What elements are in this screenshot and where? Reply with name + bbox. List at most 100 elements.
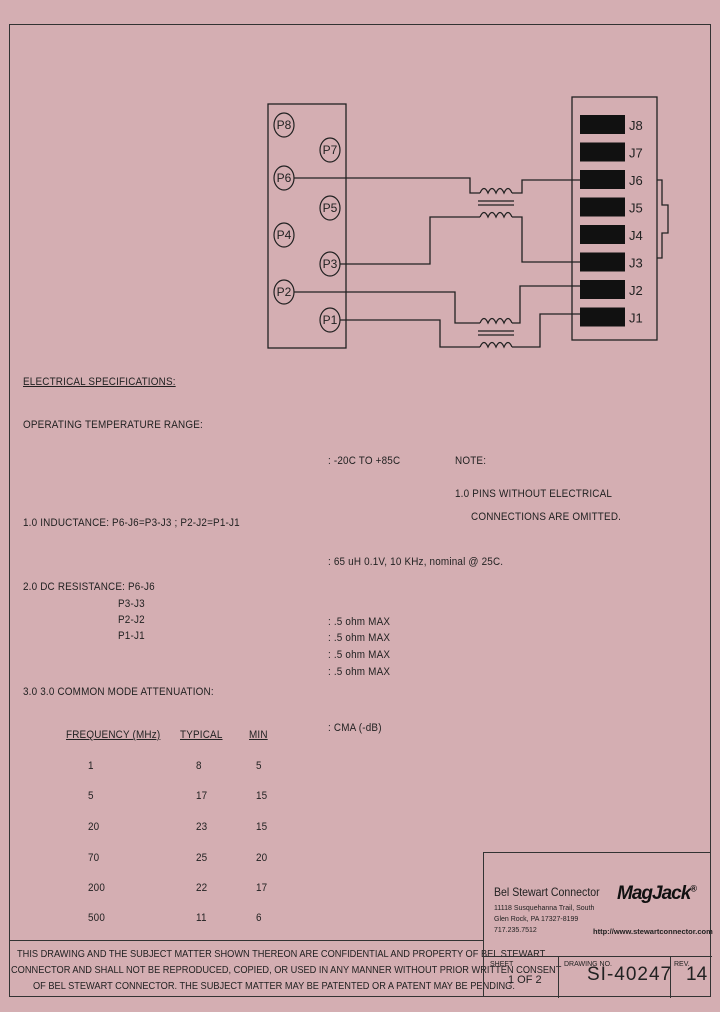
j-pin-contact — [580, 170, 625, 189]
j-pin-label: J7 — [629, 146, 643, 161]
table-cell: 15 — [256, 821, 268, 833]
j-pin-label: J5 — [629, 201, 643, 216]
revision-label: REV. — [674, 961, 690, 968]
p-pin-label: P3 — [323, 257, 338, 271]
table-cell: 15 — [256, 790, 268, 802]
p-pin-label: P6 — [277, 171, 292, 185]
table-cell: 22 — [196, 882, 208, 894]
cell-divider — [558, 956, 559, 998]
j-pin-contact — [580, 280, 625, 299]
j-pin-contact — [580, 115, 625, 134]
company-phone: 717.235.7512 — [494, 927, 537, 934]
p-pin-circle — [319, 251, 341, 277]
p-pin-label: P8 — [277, 118, 292, 132]
dc-value: : .5 ohm MAX — [328, 666, 391, 678]
dc-row: P1-J1 — [118, 630, 145, 642]
inductance-value: : 65 uH 0.1V, 10 KHz, nominal @ 25C. — [328, 556, 504, 568]
table-cell: 17 — [256, 882, 268, 894]
p-pin-label: P7 — [323, 143, 338, 157]
confidential-line: CONNECTOR AND SHALL NOT BE REPRODUCED, C… — [11, 964, 562, 976]
p-pin-circle — [273, 222, 295, 248]
note-line1: 1.0 PINS WITHOUT ELECTRICAL — [455, 488, 613, 500]
sheet-value: 1 OF 2 — [508, 974, 542, 986]
p-pin-label: P5 — [323, 201, 338, 215]
j-pin-contact — [580, 307, 625, 327]
p-pin-label: P1 — [323, 313, 338, 327]
dc-value: : .5 ohm MAX — [328, 649, 391, 661]
p-connector-body — [267, 103, 347, 349]
table-cell: 1 — [88, 760, 94, 772]
p-pin-circle — [273, 279, 295, 305]
table-header-typical: TYPICAL — [180, 729, 223, 741]
p-pin-circle — [319, 195, 341, 221]
dc-row: P2-J2 — [118, 614, 145, 626]
transformer-lower — [478, 317, 514, 349]
company-address-2: Glen Rock, PA 17327-8199 — [494, 916, 579, 923]
table-cell: 200 — [88, 882, 106, 894]
p-pin-label: P2 — [277, 285, 292, 299]
j-pin-label: J4 — [629, 228, 643, 243]
drawing-number-label: DRAWING NO. — [564, 961, 612, 968]
sheet-label: SHEET — [490, 961, 514, 968]
j-pin-label: J3 — [629, 256, 643, 271]
spec-heading: ELECTRICAL SPECIFICATIONS: — [23, 376, 176, 388]
cell-divider — [670, 956, 671, 998]
title-block: Bel Stewart Connector 11118 Susquehanna … — [483, 852, 713, 998]
company-address-1: 11118 Susquehanna Trail, South — [494, 905, 595, 912]
j-pin-contact — [580, 142, 625, 162]
p-pin-circle — [319, 137, 341, 163]
j-pin-label: J8 — [629, 118, 643, 133]
confidential-line: OF BEL STEWART CONNECTOR. THE SUBJECT MA… — [33, 980, 515, 992]
p-pin-circle — [273, 165, 295, 191]
magjack-logo: MagJack® — [617, 883, 697, 905]
drawing-frame — [9, 24, 711, 997]
cm-value: : CMA (-dB) — [328, 722, 382, 734]
table-cell: 25 — [196, 852, 208, 864]
table-cell: 23 — [196, 821, 208, 833]
table-cell: 11 — [196, 912, 207, 924]
table-cell: 20 — [256, 852, 268, 864]
op-temp-value: : -20C TO +85C — [328, 455, 401, 467]
table-header-frequency: FREQUENCY (MHz) — [66, 729, 161, 741]
j-connector-latch — [657, 179, 669, 259]
title-bottom-row — [484, 956, 712, 998]
table-cell: 20 — [88, 821, 100, 833]
p-pin-circle — [319, 307, 341, 333]
confidential-notice: THIS DRAWING AND THE SUBJECT MATTER SHOW… — [9, 940, 561, 997]
table-header-min: MIN — [249, 729, 268, 741]
dc-row: P3-J3 — [118, 598, 145, 610]
j-pin-contact — [580, 197, 625, 217]
p-pin-circle — [273, 112, 295, 138]
brand-name: MagJack — [617, 883, 691, 904]
dc-resistance-label: 2.0 DC RESISTANCE: P6-J6 — [23, 581, 155, 593]
inductance-label: 1.0 INDUCTANCE: P6-J6=P3-J3 ; P2-J2=P1-J… — [23, 517, 240, 529]
table-cell: 5 — [88, 790, 94, 802]
dc-value: : .5 ohm MAX — [328, 616, 391, 628]
brand-mark: ® — [690, 883, 697, 894]
table-cell: 500 — [88, 912, 106, 924]
note-line2: CONNECTIONS ARE OMITTED. — [471, 511, 622, 523]
op-temp-label: OPERATING TEMPERATURE RANGE: — [23, 419, 203, 431]
table-cell: 6 — [256, 912, 262, 924]
transformer-upper — [478, 187, 514, 219]
j-pin-label: J2 — [629, 283, 643, 298]
dc-value: : .5 ohm MAX — [328, 632, 391, 644]
table-cell: 17 — [196, 790, 208, 802]
cm-label: 3.0 3.0 COMMON MODE ATTENUATION: — [23, 686, 214, 698]
drawing-number-value: SI-40247 — [587, 964, 673, 985]
table-cell: 70 — [88, 852, 100, 864]
j-pin-label: J1 — [629, 311, 643, 326]
revision-value: 14 — [686, 964, 708, 985]
p-pin-label: P4 — [277, 228, 292, 242]
j-pin-contact — [580, 225, 625, 244]
table-cell: 5 — [256, 760, 262, 772]
j-pin-label: J6 — [629, 173, 643, 188]
note-title: NOTE: — [455, 455, 487, 467]
confidential-line: THIS DRAWING AND THE SUBJECT MATTER SHOW… — [17, 948, 546, 960]
company-url[interactable]: http://www.stewartconnector.com — [593, 927, 713, 936]
j-pin-contact — [580, 252, 625, 272]
j-connector-body — [571, 96, 658, 341]
table-cell: 8 — [196, 760, 202, 772]
company-name: Bel Stewart Connector — [494, 885, 600, 899]
